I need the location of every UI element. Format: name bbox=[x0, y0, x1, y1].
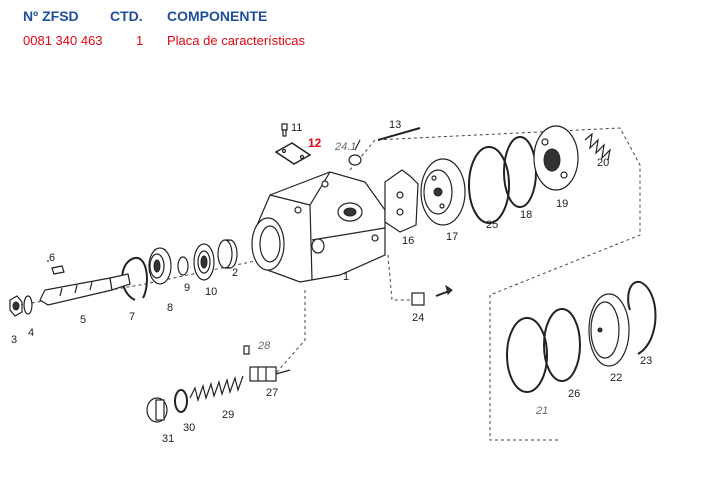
part-20-spring[interactable] bbox=[584, 132, 611, 161]
callout-31: 31 bbox=[162, 433, 174, 445]
part-21-o-ring[interactable] bbox=[506, 317, 548, 393]
part-22-cover[interactable] bbox=[588, 293, 630, 367]
part-12-nameplate[interactable] bbox=[274, 142, 312, 165]
part-1-housing[interactable] bbox=[251, 171, 386, 283]
callout-2: 2 bbox=[232, 267, 238, 279]
part-31-plug-screw[interactable] bbox=[146, 397, 168, 423]
callout-28: 28 bbox=[257, 340, 271, 352]
header-code-label: Nº ZFSD bbox=[23, 8, 79, 24]
part-29-spring[interactable] bbox=[189, 375, 244, 403]
part-23-snap-ring[interactable] bbox=[627, 280, 657, 355]
callout-13: 13 bbox=[389, 119, 401, 131]
callout-23: 23 bbox=[640, 355, 652, 367]
part-4-washer[interactable] bbox=[23, 295, 33, 315]
callout-5: 5 bbox=[80, 314, 86, 326]
callout-12[interactable]: 12 bbox=[308, 136, 322, 150]
part-8-ball-bearing[interactable] bbox=[148, 247, 172, 285]
part-6-key[interactable] bbox=[51, 265, 65, 275]
part-11-screw[interactable] bbox=[281, 123, 288, 137]
callout-19: 19 bbox=[556, 198, 568, 210]
callout-22: 22 bbox=[610, 372, 622, 384]
guide-line-upper bbox=[349, 127, 641, 441]
callout-4: 4 bbox=[28, 327, 34, 339]
callout-25: 25 bbox=[486, 219, 498, 231]
part-7-snap-ring[interactable] bbox=[121, 257, 148, 301]
part-30-seal-ring[interactable] bbox=[174, 389, 188, 413]
callout-24-1: 24.1 bbox=[334, 141, 356, 153]
guide-line-shaft bbox=[19, 259, 261, 306]
row-quantity: 1 bbox=[136, 33, 144, 48]
callout-9: 9 bbox=[184, 282, 190, 294]
callout-27: 27 bbox=[266, 387, 278, 399]
callout-24: 24 bbox=[412, 312, 424, 324]
callout-30: 30 bbox=[183, 422, 195, 434]
part-28-pin[interactable] bbox=[243, 345, 250, 355]
part-9-circlip[interactable] bbox=[177, 256, 189, 276]
callout-8: 8 bbox=[167, 302, 173, 314]
part-19-cover-plate[interactable] bbox=[533, 125, 579, 191]
row-part-code[interactable]: 0081 340 463 bbox=[23, 33, 103, 48]
callout-21: 21 bbox=[535, 405, 548, 417]
callout-3: 3 bbox=[11, 334, 17, 346]
part-3-nut[interactable] bbox=[9, 295, 23, 317]
part-27-valve-plunger[interactable] bbox=[249, 366, 291, 382]
callout-18: 18 bbox=[520, 209, 532, 221]
part-26-o-ring[interactable] bbox=[543, 308, 581, 382]
callout-16: 16 bbox=[402, 235, 414, 247]
row-component-name[interactable]: Placa de características bbox=[167, 33, 306, 48]
callout-20: 20 bbox=[597, 157, 609, 169]
header-component-label: COMPONENTE bbox=[167, 8, 268, 24]
header-qty-label: CTD. bbox=[110, 8, 143, 24]
part-24-fitting[interactable] bbox=[411, 284, 453, 306]
callout-7: 7 bbox=[129, 311, 135, 323]
guide-line-right bbox=[387, 254, 415, 301]
callout-10: 10 bbox=[205, 286, 217, 298]
part-10-bearing[interactable] bbox=[193, 243, 215, 281]
part-2-needle-bearing[interactable] bbox=[217, 239, 238, 269]
part-16-rotor[interactable] bbox=[384, 169, 419, 233]
callout-6: 6 bbox=[49, 252, 55, 264]
part-24-1-plug[interactable] bbox=[348, 139, 362, 166]
callout-11: 11 bbox=[291, 122, 302, 134]
callout-1: 1 bbox=[343, 271, 349, 283]
part-13-pin[interactable] bbox=[377, 127, 421, 141]
guide-line-lower bbox=[269, 290, 306, 381]
callout-29: 29 bbox=[222, 409, 234, 421]
callout-17: 17 bbox=[446, 231, 458, 243]
part-25-o-ring[interactable] bbox=[468, 146, 510, 224]
callout-26: 26 bbox=[568, 388, 580, 400]
part-17-cam-ring[interactable] bbox=[420, 158, 466, 226]
part-5-shaft[interactable] bbox=[39, 273, 131, 306]
